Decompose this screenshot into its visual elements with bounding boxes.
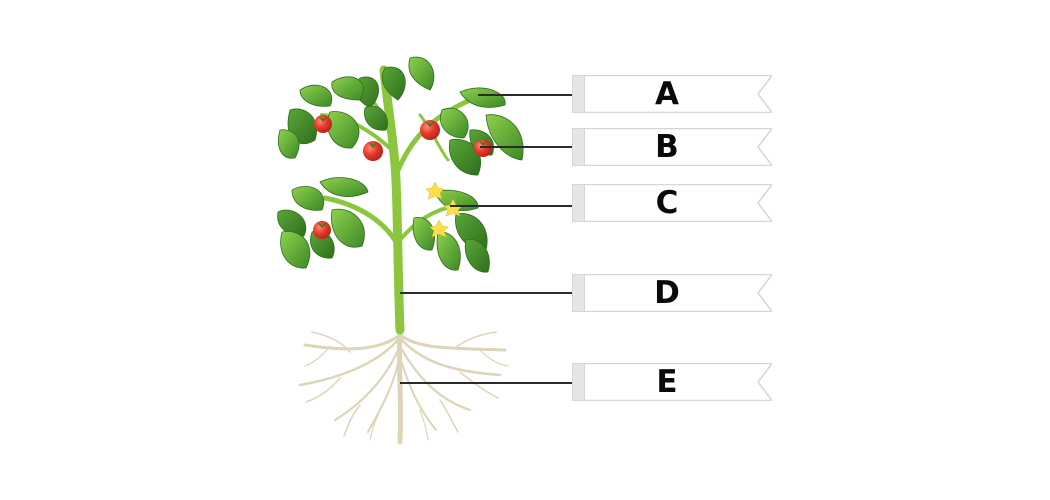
stems [320,65,473,335]
label-c: C [655,185,679,221]
label-tag-e: E [572,363,772,401]
tag-shape [572,363,772,401]
label-e: E [656,364,678,400]
flowers [425,181,463,238]
label-tag-c: C [572,184,772,222]
tag-shape [572,128,772,166]
fruit-calyx [317,116,488,228]
label-b: B [655,129,679,165]
label-a: A [655,76,679,112]
label-tag-a: A [572,75,772,113]
tag-shape [572,75,772,113]
tag-shape [572,274,772,312]
leader-lines [400,94,572,384]
leaves [277,56,524,273]
tag-shape [572,184,772,222]
label-tag-b: B [572,128,772,166]
label-tag-d: D [572,274,772,312]
label-d: D [654,275,680,311]
roots [298,327,509,445]
